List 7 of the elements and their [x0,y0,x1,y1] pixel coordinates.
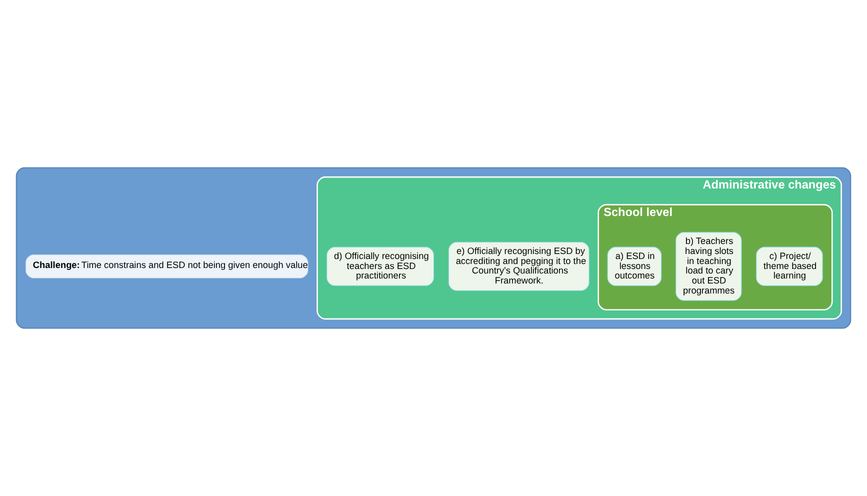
node-box: c) Project/ theme based learning [756,246,823,286]
node-box: e) Officially recognising ESD by accrediting and pegging it to the Country's Qualifications Framework. [448,242,590,292]
node-box: d) Officially recognising teachers as ESD practitioners [326,246,434,286]
cluster [16,167,852,329]
node-box: b) Teachers having slots in teaching load to cary out ESD programmes [676,232,742,301]
node-box: a) ESD in lessons outcomes [607,246,662,286]
node-box: Challenge: Time constrains and ESD not being given enough value [25,254,308,279]
